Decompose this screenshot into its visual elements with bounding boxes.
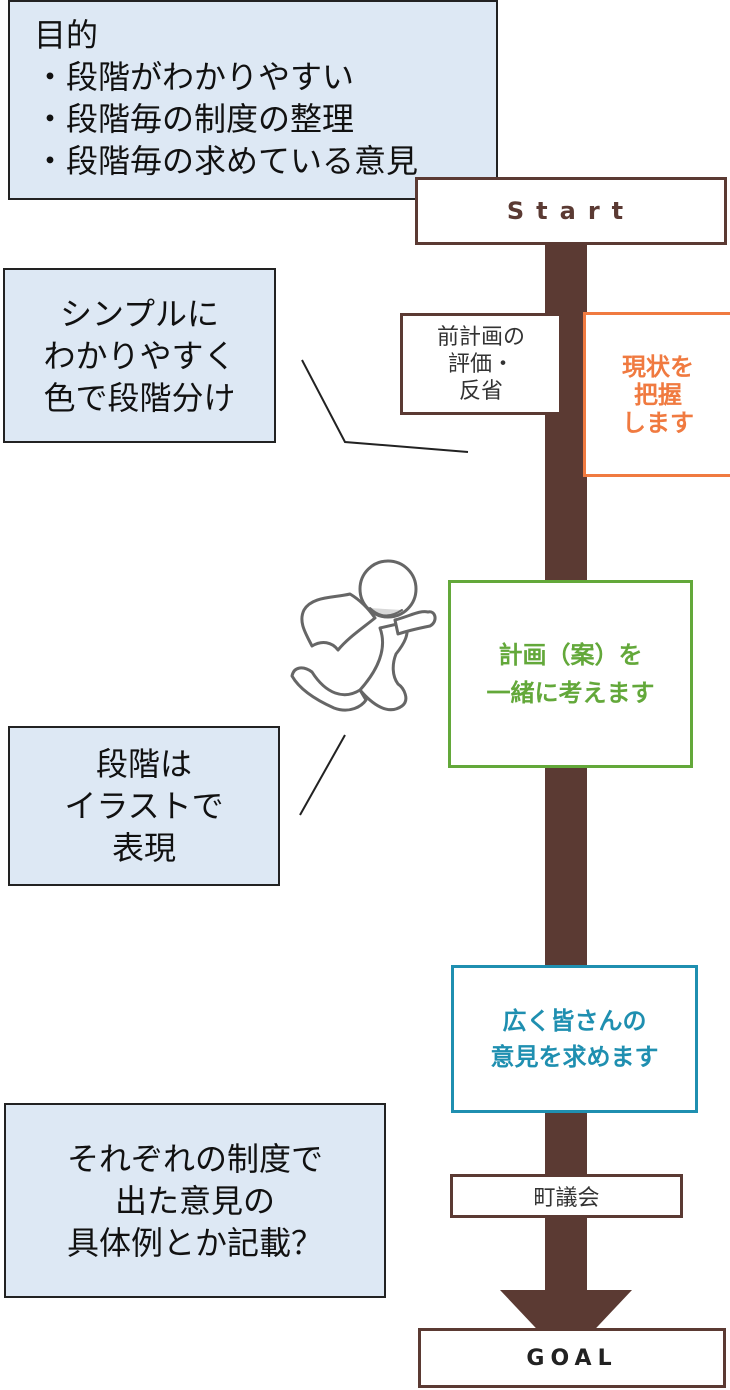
road <box>545 245 587 1300</box>
stage-line: 現状を <box>622 352 694 381</box>
review-line: 評価・ <box>447 351 514 377</box>
connector-simple <box>301 359 469 453</box>
stage-plan-together: 計画（案）を 一緒に考えます <box>448 580 693 768</box>
note-line: わかりやすく <box>43 336 236 375</box>
stage-line: 広く皆さんの <box>502 1007 647 1035</box>
goal-arrowhead <box>500 1290 632 1360</box>
stage-line: します <box>622 408 694 437</box>
stage-line: 計画（案）を <box>498 641 643 669</box>
running-person-icon <box>290 559 437 712</box>
purpose-note: 目的 ・段階がわかりやすい ・段階毎の制度の整理 ・段階毎の求めている意見 <box>8 0 498 200</box>
start-box: Start <box>415 177 727 245</box>
stage-line: 把握 <box>634 380 682 409</box>
stage-line: 意見を求めます <box>490 1043 659 1071</box>
purpose-item: ・段階毎の求めている意見 <box>34 142 419 180</box>
note-line: 表現 <box>111 829 176 867</box>
stage-grasp-current: 現状を 把握 します <box>583 312 730 477</box>
goal-label: GOAL <box>526 1345 618 1371</box>
stage-line: 一緒に考えます <box>486 679 655 707</box>
note-line: 段階は <box>95 745 192 783</box>
goal-box: GOAL <box>418 1328 726 1388</box>
note-examples: それぞれの制度で 出た意見の 具体例とか記載？ <box>4 1103 386 1298</box>
review-line: 反省 <box>458 378 503 404</box>
review-box: 前計画の 評価・ 反省 <box>400 313 562 415</box>
purpose-title: 目的 <box>34 16 99 54</box>
note-line: それぞれの制度で <box>66 1139 323 1178</box>
note-line: イラストで <box>64 787 224 825</box>
note-line: 出た意見の <box>114 1181 275 1220</box>
note-line: 色で段階分け <box>43 378 236 417</box>
council-box: 町議会 <box>450 1174 683 1218</box>
council-label: 町議会 <box>533 1186 600 1211</box>
review-line: 前計画の <box>436 324 525 350</box>
note-line: 具体例とか記載？ <box>66 1223 323 1262</box>
purpose-item: ・段階がわかりやすい <box>34 58 355 96</box>
stage-seek-opinions: 広く皆さんの 意見を求めます <box>451 965 698 1113</box>
note-simple-color: シンプルに わかりやすく 色で段階分け <box>3 268 276 443</box>
purpose-item: ・段階毎の制度の整理 <box>34 100 355 138</box>
note-illustration: 段階は イラストで 表現 <box>8 726 280 886</box>
start-label: Start <box>506 197 636 225</box>
connector-illustration <box>299 734 346 816</box>
note-line: シンプルに <box>59 294 220 333</box>
